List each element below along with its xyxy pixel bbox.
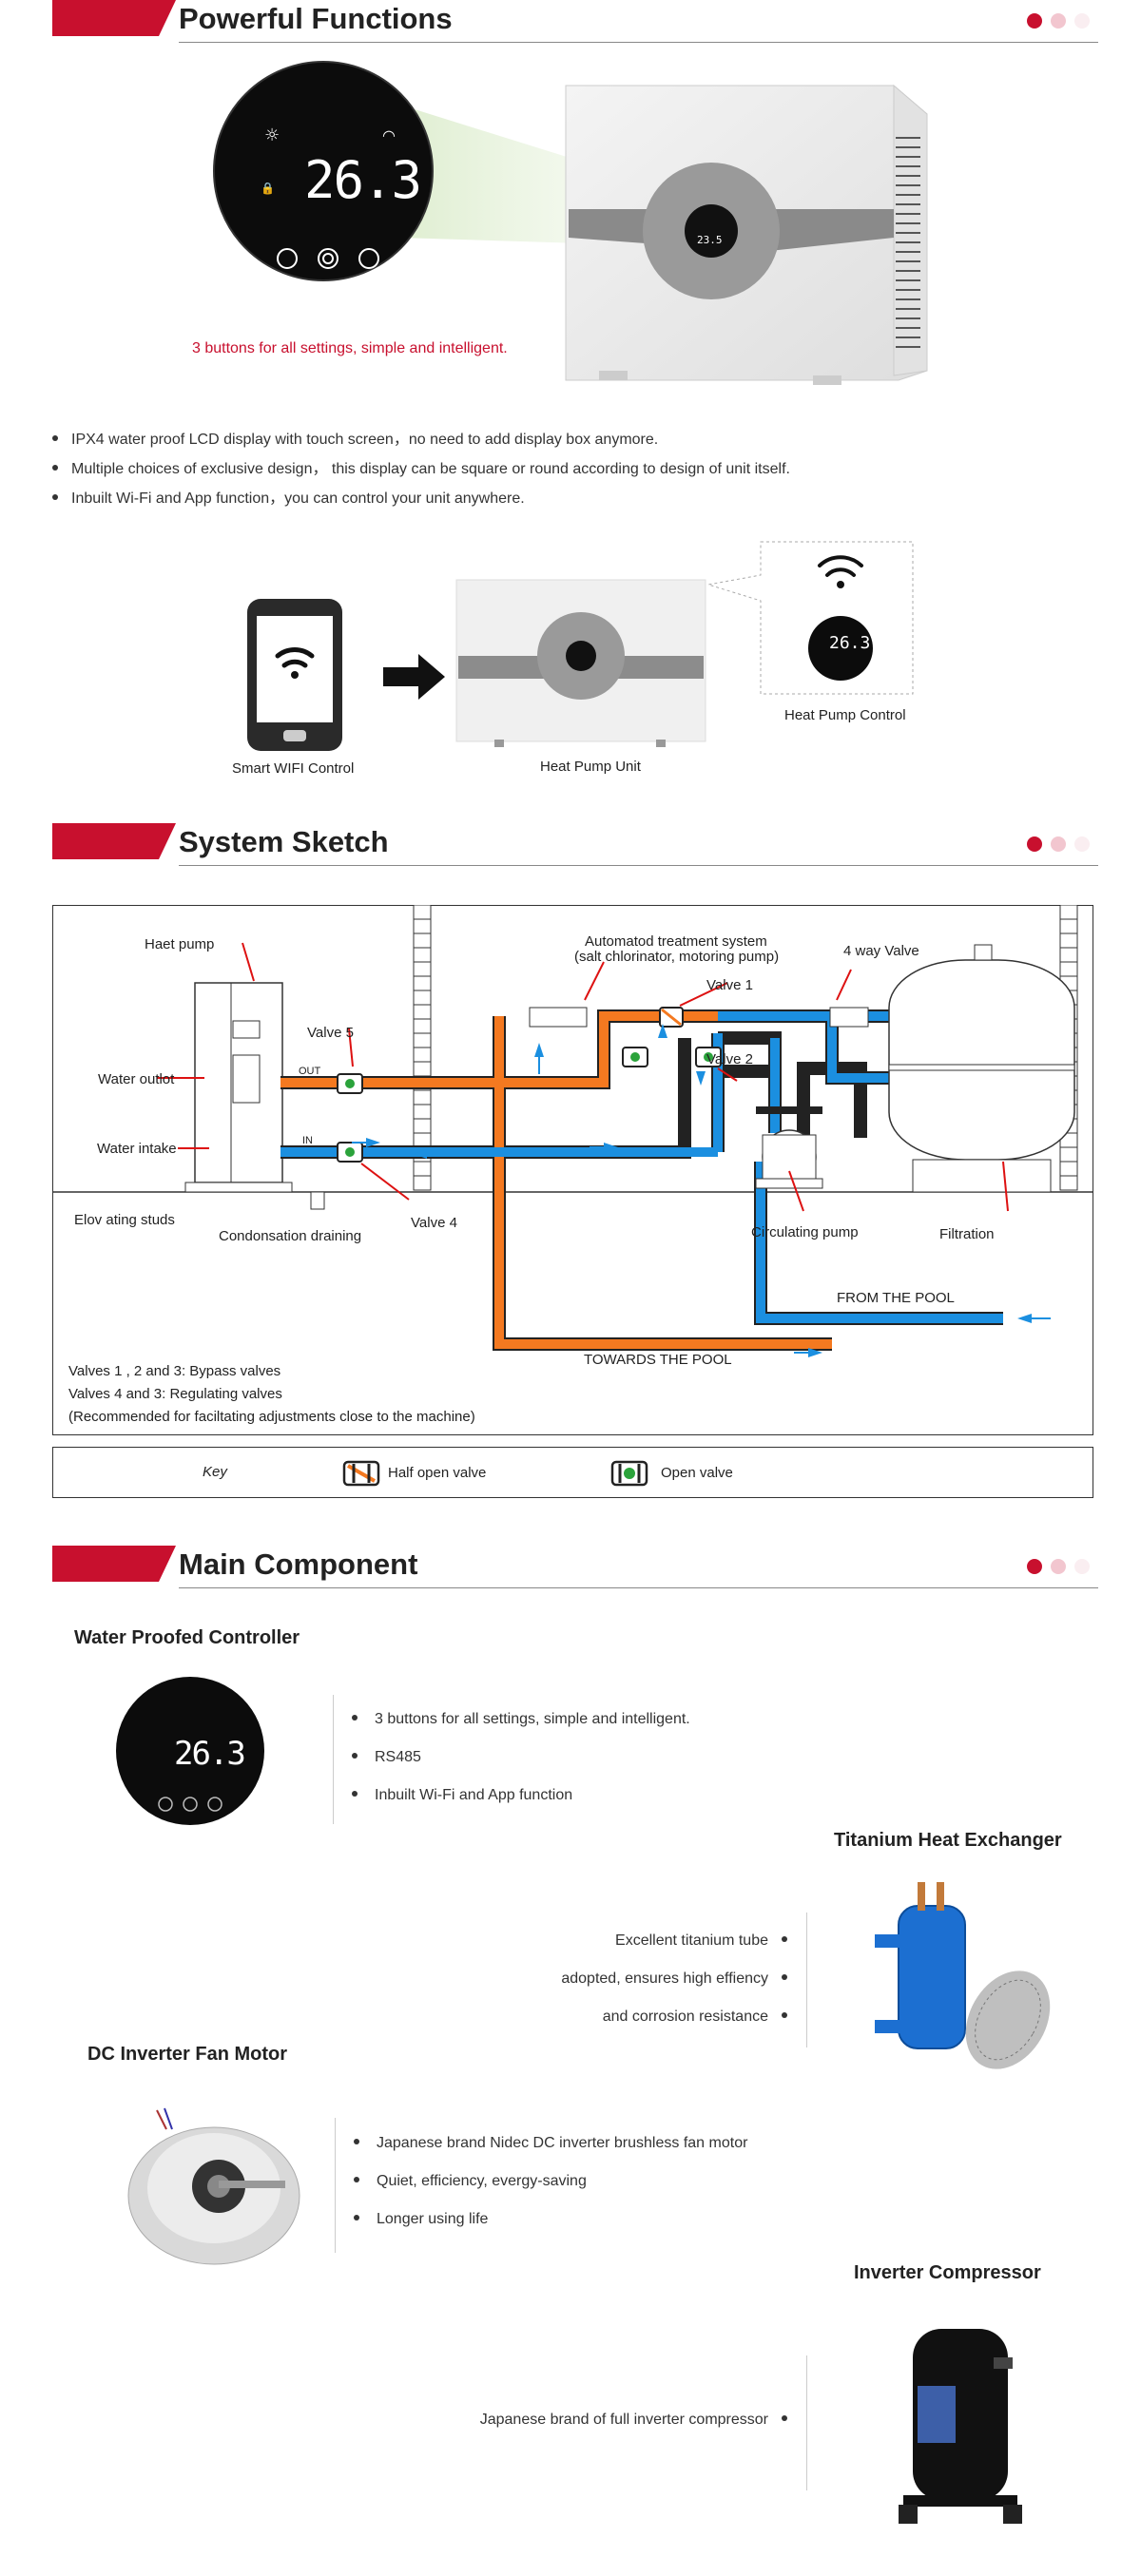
- system-sketch-diagram: [52, 905, 1093, 1357]
- controller-image: [116, 1677, 264, 1825]
- key-half-open: Half open valve: [388, 1465, 487, 1481]
- half-open-valve-icon: [342, 1460, 380, 1487]
- label-treatment: Automatod treatment system: [585, 933, 767, 950]
- section-header-powerful-functions: Powerful Functions: [52, 0, 1098, 44]
- section-title: Main Component: [179, 1548, 418, 1581]
- note-line: Valves 4 and 3: Regulating valves: [68, 1386, 282, 1402]
- header-red-bar: [52, 0, 159, 36]
- open-valve-icon: [622, 1047, 648, 1067]
- label-drain: Condonsation draining: [219, 1228, 362, 1244]
- label-towards-pool: TOWARDS THE POOL: [584, 1352, 732, 1368]
- dot-3: [1074, 13, 1090, 29]
- heat-exchanger-image: [875, 1882, 1051, 2069]
- key-open: Open valve: [661, 1465, 733, 1481]
- key-label: Key: [203, 1464, 227, 1480]
- note-line: Valves 1 , 2 and 3: Bypass valves: [68, 1363, 281, 1379]
- treatment-box: [529, 1007, 588, 1028]
- exchanger-feature: adopted, ensures high effiency: [561, 1970, 787, 1988]
- fan-motor-image: [127, 2107, 300, 2265]
- svg-text:☼: ☼: [264, 125, 280, 145]
- controller-feature: 3 buttons for all settings, simple and i…: [352, 1711, 690, 1728]
- motor-feature: Longer using life: [354, 2211, 488, 2228]
- label-filtration: Filtration: [939, 1226, 995, 1242]
- label-pump: Circulating pump: [751, 1224, 859, 1240]
- filtration-tank: [888, 944, 1075, 1193]
- bubble-lcd-temp: 26.3: [829, 633, 871, 653]
- label-water-intake: Water intake: [97, 1141, 177, 1157]
- controller-temp: 26.3: [174, 1735, 246, 1773]
- heat-pump-unit: [184, 982, 325, 1210]
- label-out: OUT: [299, 1066, 321, 1077]
- label-treatment-sub: (salt chlorinator, motoring pump): [574, 949, 780, 965]
- wifi-control-illustration: [247, 541, 914, 751]
- label-valve4: Valve 4: [411, 1215, 457, 1231]
- exchanger-feature: Excellent titanium tube: [615, 1932, 787, 1950]
- section-title: Powerful Functions: [179, 2, 453, 35]
- unit-display-temp: 23.5: [697, 234, 723, 246]
- control-label: Heat Pump Control: [784, 707, 906, 723]
- controller-feature: RS485: [352, 1749, 421, 1766]
- unit-label: Heat Pump Unit: [540, 759, 641, 775]
- label-from-pool: FROM THE POOL: [837, 1290, 955, 1306]
- label-valve5: Valve 5: [307, 1025, 354, 1041]
- note-line: (Recommended for faciltating adjustments…: [68, 1409, 475, 1425]
- label-valve1: Valve 1: [706, 977, 753, 993]
- open-valve-icon: [337, 1073, 363, 1094]
- brick-wall-left: [413, 905, 432, 1191]
- motor-title: DC Inverter Fan Motor: [87, 2044, 288, 2065]
- svg-text:◠: ◠: [382, 126, 396, 144]
- label-in: IN: [302, 1135, 313, 1146]
- motor-feature: Japanese brand Nidec DC inverter brushle…: [354, 2135, 747, 2152]
- feature-bullet: Multiple choices of exclusive design， th…: [52, 455, 790, 478]
- feature-bullet: IPX4 water proof LCD display with touch …: [52, 426, 658, 449]
- label-four-way-valve: 4 way Valve: [843, 943, 919, 959]
- phone-label: Smart WIFI Control: [232, 760, 355, 777]
- label-studs: Elov ating studs: [74, 1212, 175, 1228]
- feature-bullet: Inbuilt Wi-Fi and App function，you can c…: [52, 485, 525, 508]
- svg-text:🔒: 🔒: [261, 182, 275, 195]
- half-open-valve-icon: [659, 1007, 684, 1028]
- lcd-temperature: 26.3: [304, 150, 422, 210]
- controller-title: Water Proofed Controller: [74, 1627, 300, 1648]
- label-water-outlet: Water outlot: [98, 1071, 175, 1087]
- compressor-feature: Japanese brand of full inverter compress…: [480, 2412, 787, 2429]
- label-valve2: Valve 2: [706, 1051, 753, 1067]
- label-heat-pump: Haet pump: [145, 936, 215, 952]
- system-sketch-frame: [52, 905, 1093, 1435]
- arrow-icon: [383, 654, 445, 700]
- section-header-main-component: Main Component: [52, 1546, 1098, 1589]
- four-way-valve: [829, 1007, 869, 1028]
- motor-feature: Quiet, efficiency, evergy-saving: [354, 2173, 587, 2190]
- section-title: System Sketch: [179, 825, 389, 858]
- lcd-caption: 3 buttons for all settings, simple and i…: [192, 340, 508, 356]
- exchanger-title: Titanium Heat Exchanger: [834, 1830, 1062, 1851]
- dot-1: [1027, 13, 1042, 29]
- circulating-pump: [755, 1106, 823, 1189]
- open-valve-icon: [695, 1047, 722, 1067]
- controller-feature: Inbuilt Wi-Fi and App function: [352, 1787, 572, 1804]
- section-header-system-sketch: System Sketch: [52, 823, 1098, 867]
- dot-2: [1051, 13, 1066, 29]
- open-valve-icon: [337, 1142, 363, 1163]
- key-box: [52, 1447, 1093, 1498]
- compressor-image: [899, 2329, 1022, 2524]
- compressor-title: Inverter Compressor: [854, 2262, 1041, 2283]
- lcd-and-unit-illustration: ☼ ◠ 🔒: [213, 61, 928, 385]
- open-valve-icon: [610, 1460, 648, 1487]
- exchanger-feature: and corrosion resistance: [603, 2009, 787, 2026]
